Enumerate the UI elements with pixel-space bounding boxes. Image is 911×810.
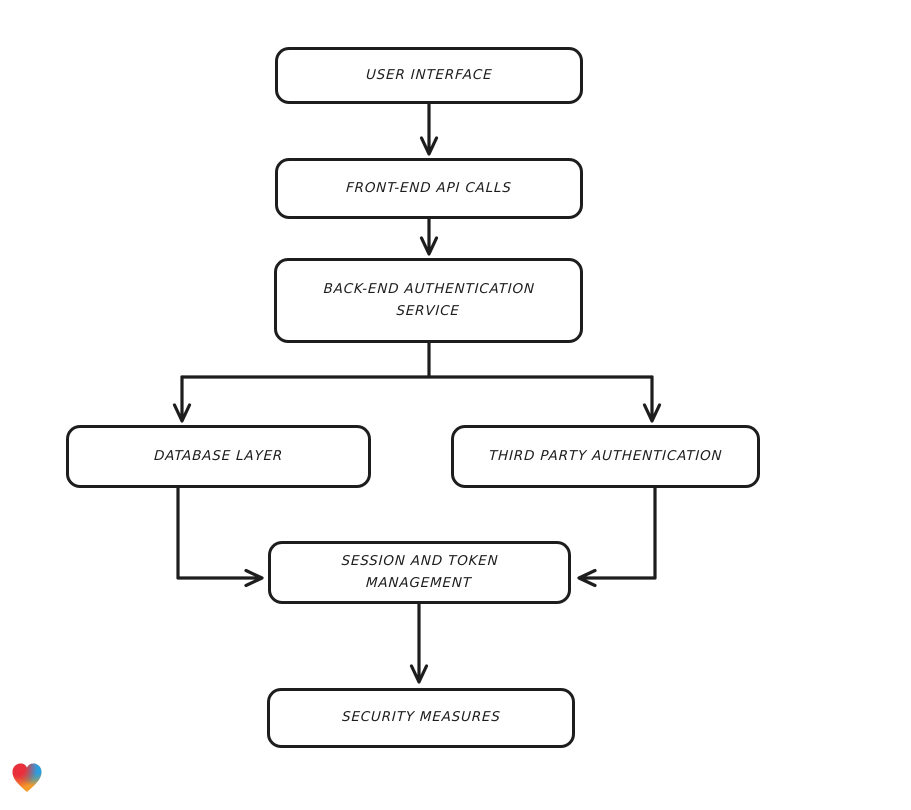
node-front-end-api-calls: FRONT-END API CALLS (275, 158, 583, 219)
node-third-party-authentication: THIRD PARTY AUTHENTICATION (451, 425, 760, 488)
node-database-layer-label: DATABASE LAYER (153, 447, 284, 464)
watermark-logo (10, 761, 44, 796)
node-session-and-token-management: SESSION AND TOKEN MANAGEMENT (268, 541, 571, 604)
node-user-interface: USER INTERFACE (275, 47, 583, 104)
heart-icon (10, 761, 44, 796)
edge-user-interface-to-front-end-api-calls (419, 102, 439, 156)
node-back-end-authentication-service-label: BACK-END AUTHENTICATION SERVICE (323, 280, 536, 319)
node-back-end-authentication-service: BACK-END AUTHENTICATION SERVICE (274, 258, 583, 343)
node-third-party-authentication-label: THIRD PARTY AUTHENTICATION (488, 447, 723, 464)
node-security-measures: SECURITY MEASURES (267, 688, 575, 748)
edge-database-layer-to-session-and-token-management (176, 486, 264, 588)
node-security-measures-label: SECURITY MEASURES (341, 709, 501, 726)
node-session-and-token-management-label: SESSION AND TOKEN MANAGEMENT (341, 552, 499, 591)
edge-front-end-api-calls-to-back-end-authentication-service (419, 217, 439, 256)
node-user-interface-label: USER INTERFACE (365, 66, 493, 83)
node-front-end-api-calls-label: FRONT-END API CALLS (345, 179, 513, 196)
edge-back-end-authentication-service-branch (172, 341, 662, 423)
edge-third-party-authentication-to-session-and-token-management (577, 486, 657, 588)
edge-session-and-token-management-to-security-measures (409, 602, 429, 684)
node-database-layer: DATABASE LAYER (66, 425, 371, 488)
